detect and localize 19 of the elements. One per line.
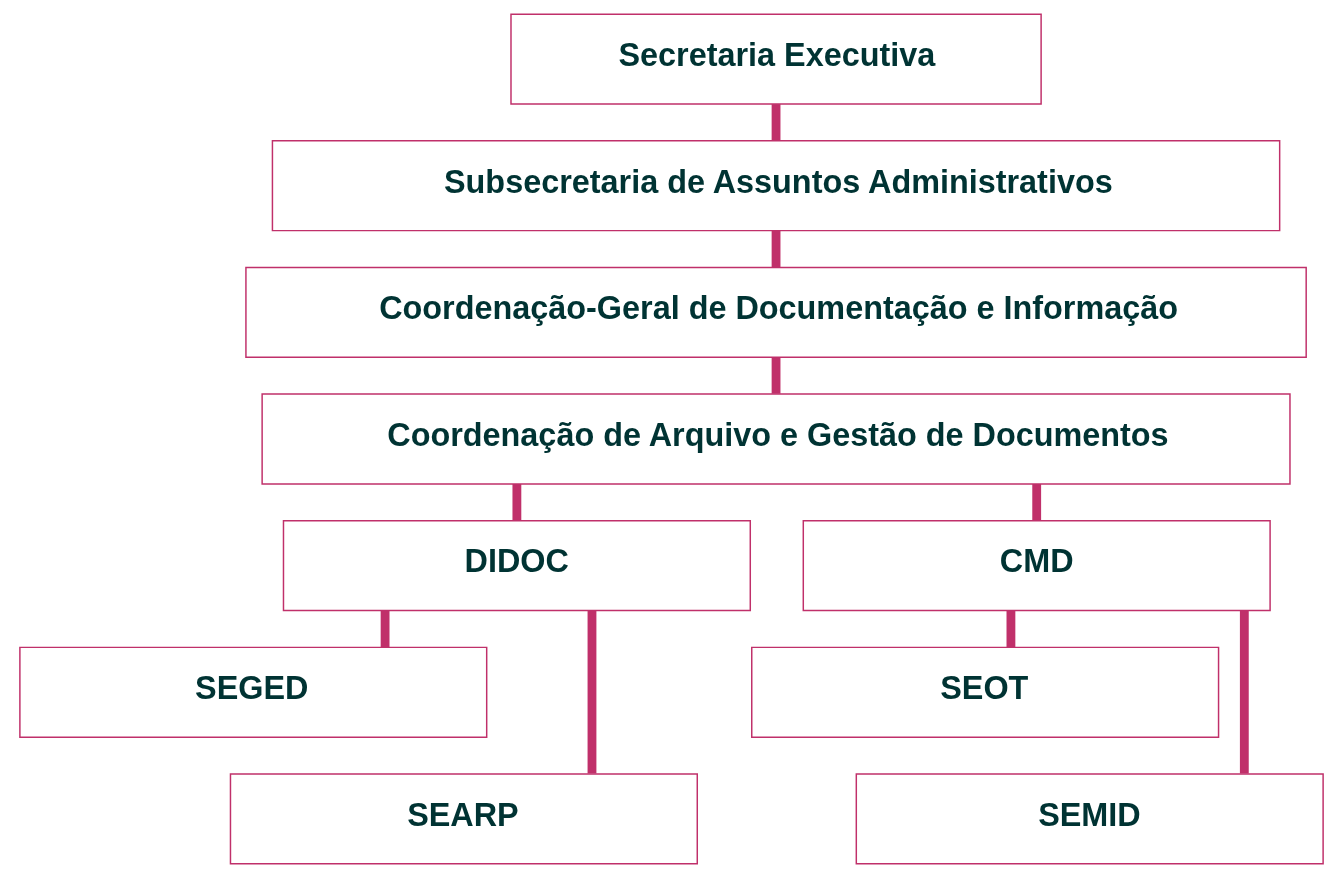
node-box: SEARP (229, 773, 698, 865)
node-box: Secretaria Executiva (509, 13, 1042, 105)
connector (771, 104, 780, 141)
connector (771, 230, 780, 268)
node-box: SEOT (750, 646, 1219, 738)
connector (1239, 610, 1249, 774)
node-box: SEMID (855, 773, 1324, 865)
node-box: SEGED (18, 646, 487, 738)
connector (1031, 484, 1041, 521)
node-box: CMD (802, 520, 1271, 612)
node-box: Subsecretaria de Assuntos Administrativos (271, 140, 1280, 232)
node-box: DIDOC (282, 520, 751, 612)
connector (587, 610, 596, 774)
connector (1006, 610, 1015, 647)
connector (771, 357, 780, 394)
node-box: Coordenação de Arquivo e Gestão de Documentos (260, 393, 1291, 485)
node-box: Coordenação-Geral de Documentação e Informação (244, 266, 1307, 358)
connector (511, 484, 521, 521)
connector (380, 610, 389, 647)
